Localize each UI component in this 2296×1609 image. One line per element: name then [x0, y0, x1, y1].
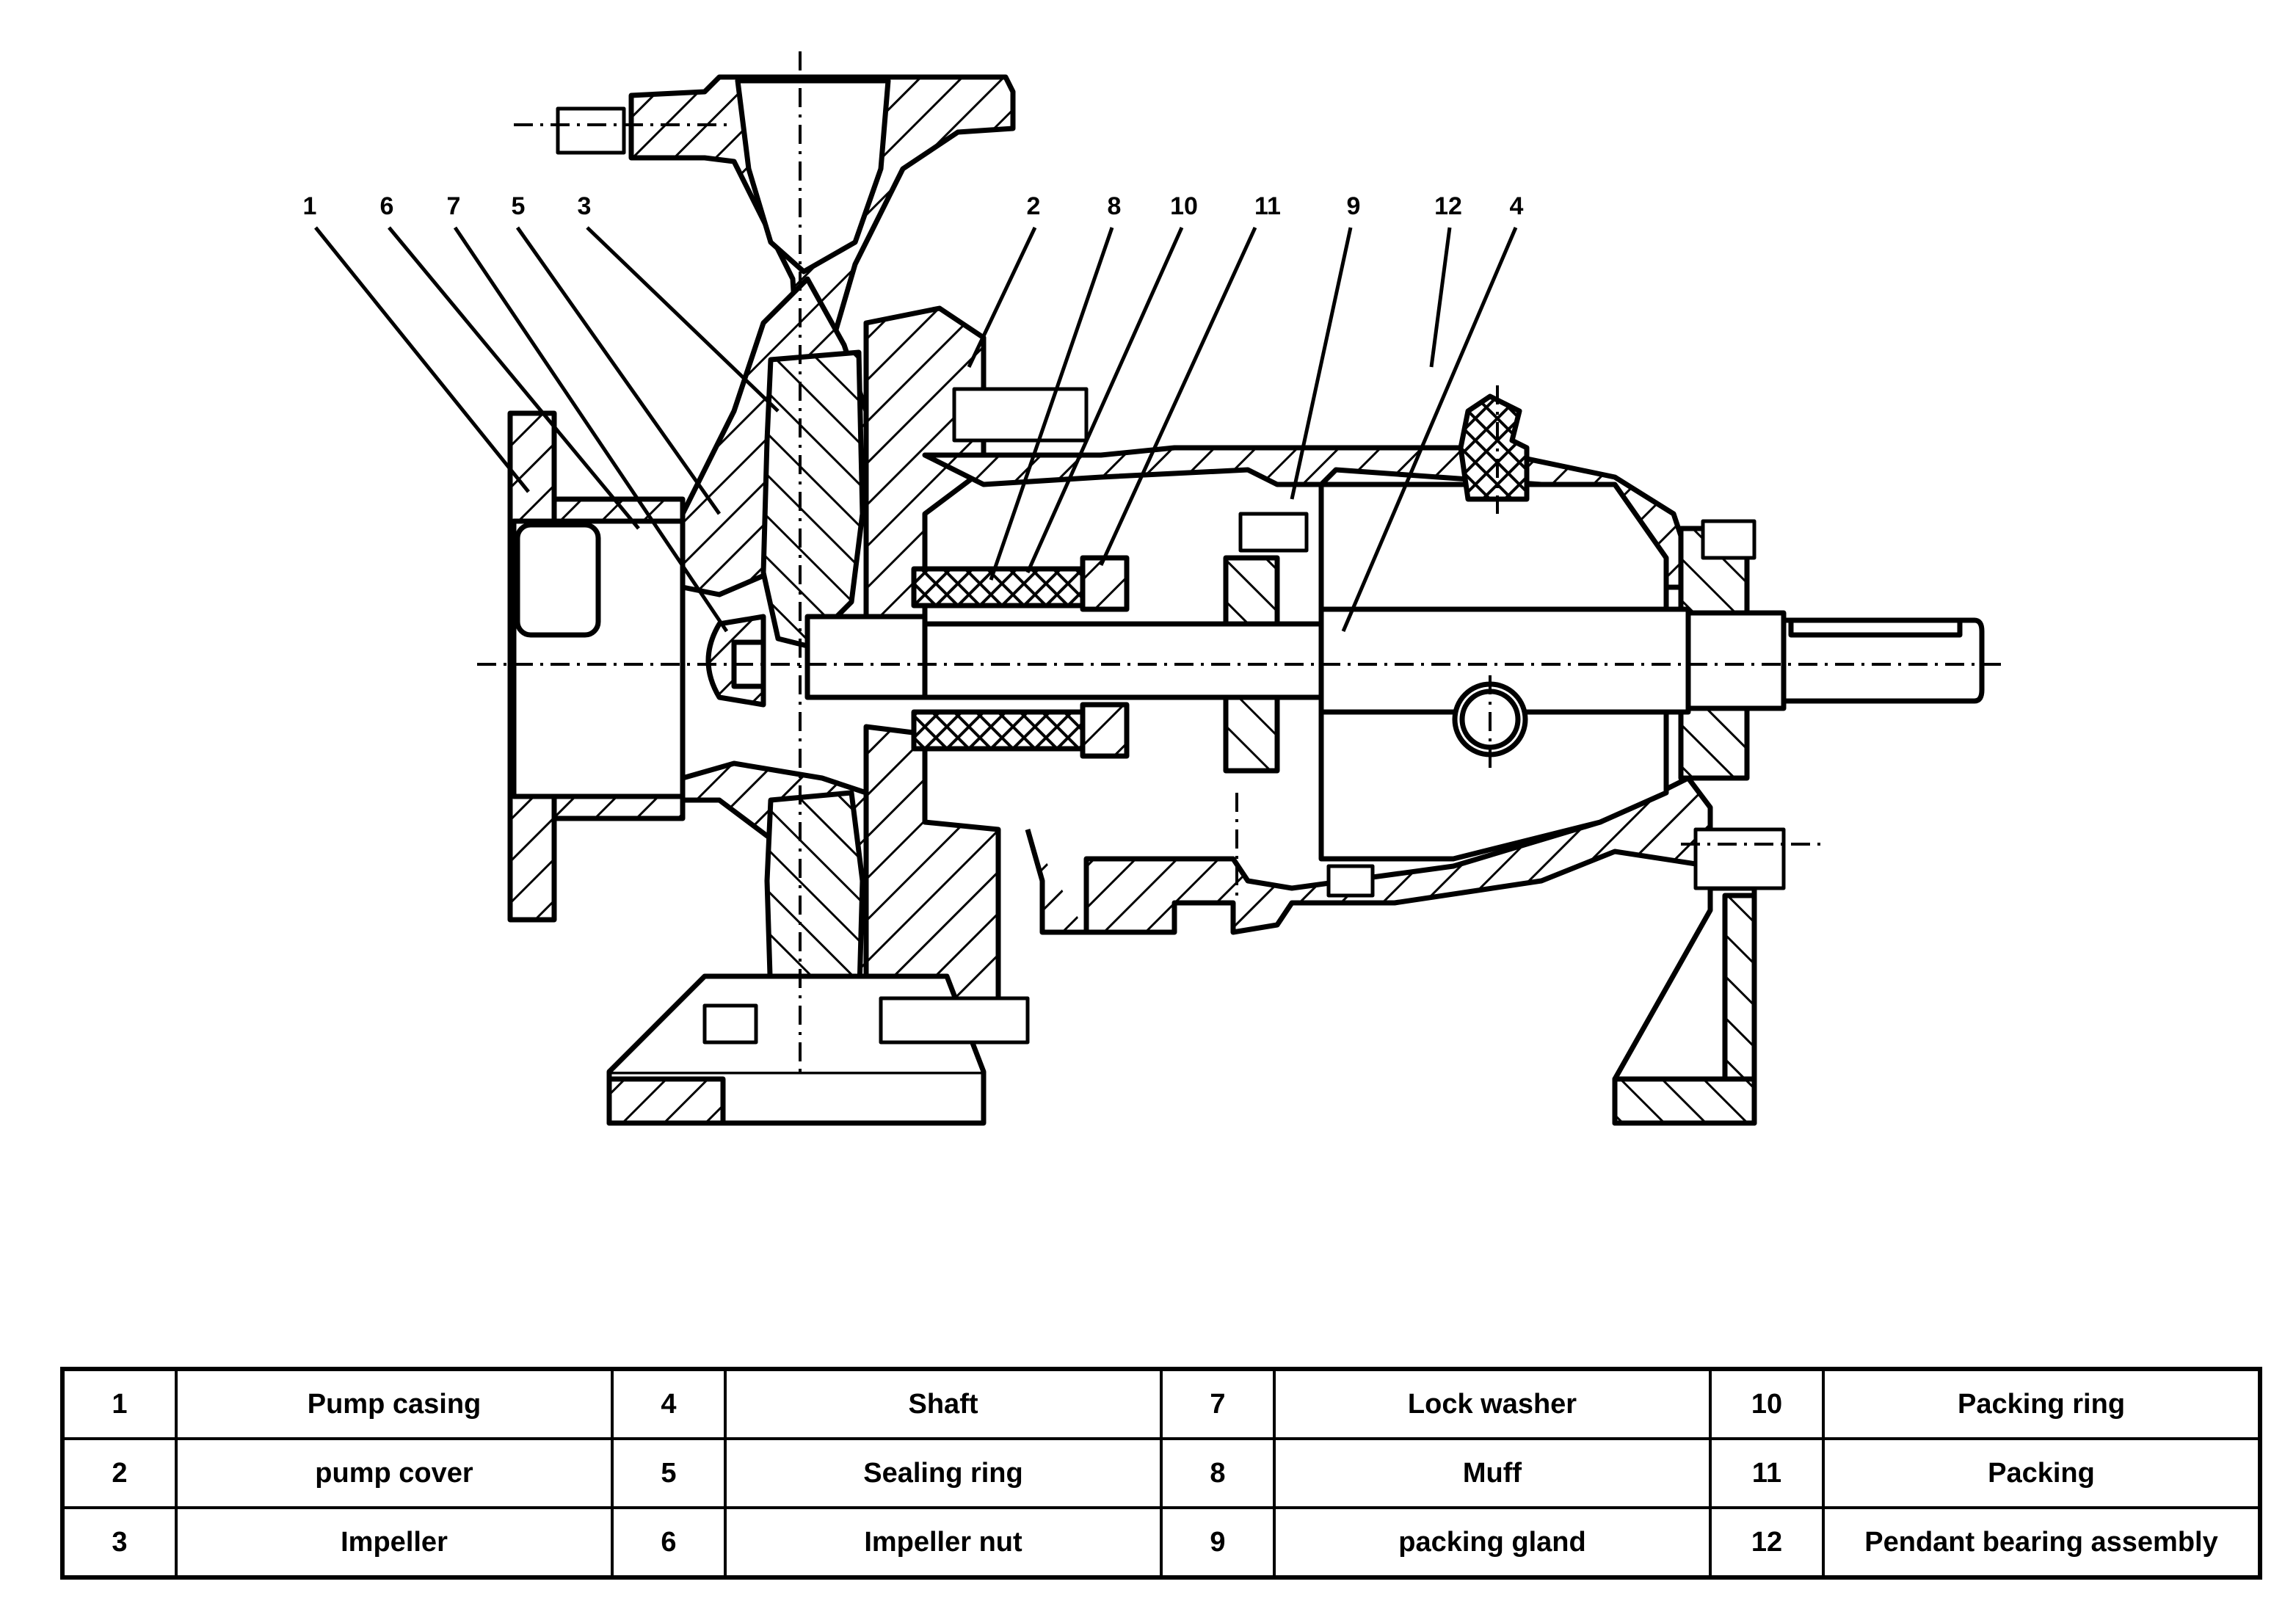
suction-inlet-pocket: [515, 522, 601, 638]
shaft-coupling-end: [1685, 610, 1787, 711]
parts-table: 1 Pump casing 4 Shaft 7 Lock washer 10 P…: [60, 1367, 2262, 1580]
part-name: pump cover: [175, 1437, 614, 1509]
discharge-nozzle-bore: [735, 78, 891, 275]
part-name: Sealing ring: [724, 1437, 1163, 1509]
callout-12: 12: [1434, 192, 1462, 220]
part-name: Pendant bearing assembly: [1822, 1506, 2262, 1579]
part-name: Impeller: [175, 1506, 614, 1579]
part-number: 5: [611, 1437, 727, 1509]
part-number: 9: [1160, 1506, 1276, 1579]
pump-section-drawing: [314, 51, 2004, 1126]
callout-11: 11: [1254, 192, 1281, 220]
part-name: Packing ring: [1822, 1368, 2262, 1440]
part-name: packing gland: [1273, 1506, 1712, 1579]
part-number: 1: [61, 1368, 178, 1440]
packing-gland-upper: [1080, 555, 1130, 612]
shaft-wet-end: [804, 614, 928, 700]
part-number: 10: [1709, 1368, 1825, 1440]
callout-4: 4: [1509, 192, 1524, 220]
table-row: 1 Pump casing 4 Shaft 7 Lock washer 10 P…: [61, 1368, 2262, 1440]
part-number: 2: [61, 1437, 178, 1509]
shaft-keyway: [1788, 617, 1963, 638]
part-name: Shaft: [724, 1368, 1163, 1440]
part-name: Muff: [1273, 1437, 1712, 1509]
bearing-left-lower: [1223, 694, 1280, 774]
bearing-left-upper: [1223, 555, 1280, 627]
part-name: Lock washer: [1273, 1368, 1712, 1440]
part-number: 4: [611, 1368, 727, 1440]
base-foot-left-hatch: [606, 1076, 726, 1126]
support-foot-right-base: [1612, 1076, 1757, 1126]
part-number: 11: [1709, 1437, 1825, 1509]
packing-upper: [911, 566, 1086, 609]
shaft-extension: [1781, 617, 1985, 704]
callout-2: 2: [1026, 192, 1041, 220]
part-number: 12: [1709, 1506, 1825, 1579]
callout-7: 7: [446, 192, 461, 220]
callout-1: 1: [302, 192, 317, 220]
packing-lower: [911, 709, 1086, 752]
callout-6: 6: [379, 192, 394, 220]
bolts: [556, 106, 1786, 1045]
callout-10: 10: [1170, 192, 1198, 220]
part-number: 7: [1160, 1368, 1276, 1440]
breather-cap: [1458, 393, 1530, 502]
part-name: Pump casing: [175, 1368, 614, 1440]
packing-gland-lower: [1080, 702, 1130, 759]
bearing-housing-bottom: [1025, 775, 1713, 935]
table-row: 2 pump cover 5 Sealing ring 8 Muff 11 Pa…: [61, 1437, 2262, 1509]
part-number: 3: [61, 1506, 178, 1579]
callout-9: 9: [1346, 192, 1361, 220]
part-name: Packing: [1822, 1437, 2262, 1509]
part-number: 6: [611, 1506, 727, 1579]
shaft-mid: [922, 621, 1324, 700]
table-row: 3 Impeller 6 Impeller nut 9 packing glan…: [61, 1506, 2262, 1579]
part-number: 8: [1160, 1437, 1276, 1509]
callout-5: 5: [511, 192, 526, 220]
leader-lines: [314, 226, 1518, 633]
suction-casing-bottom: [551, 793, 686, 821]
callout-8: 8: [1107, 192, 1122, 220]
callout-3: 3: [577, 192, 592, 220]
impeller: [760, 349, 865, 649]
part-name: Impeller nut: [724, 1506, 1163, 1579]
